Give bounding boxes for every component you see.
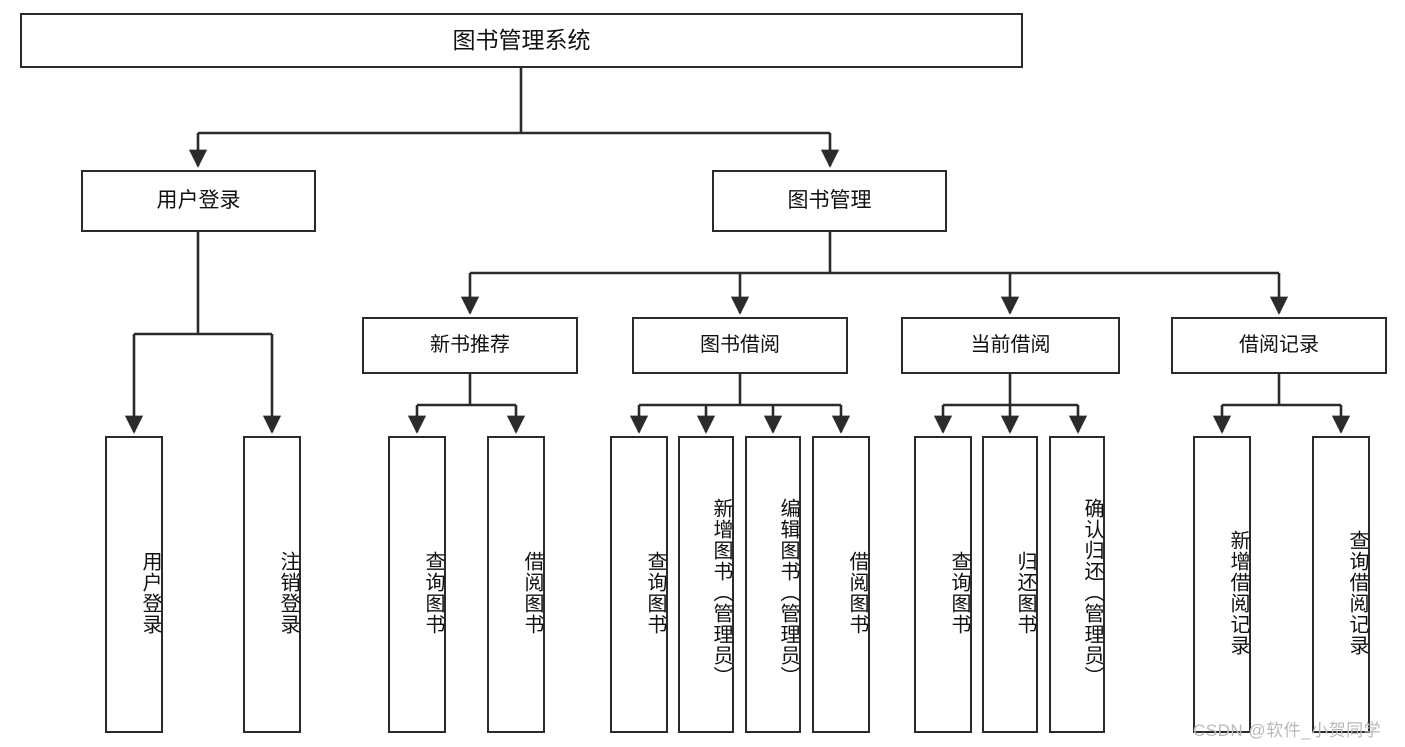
leaf-current-borrow-confirm-return-admin[interactable]: 确认归还（管理员） (1049, 436, 1105, 733)
leaf-borrow-record-query-record[interactable]: 查询借阅记录 (1312, 436, 1370, 733)
leaf-user-login-login[interactable]: 用户登录 (105, 436, 163, 733)
leaf-book-borrow-query-book[interactable]: 查询图书 (610, 436, 668, 733)
node-book-management[interactable]: 图书管理 (712, 170, 947, 232)
node-new-book-recommend[interactable]: 新书推荐 (362, 317, 578, 374)
node-book-management-system[interactable]: 图书管理系统 (20, 13, 1023, 68)
leaf-borrow-record-add-record[interactable]: 新增借阅记录 (1193, 436, 1251, 733)
leaf-book-borrow-edit-book-admin[interactable]: 编辑图书（管理员） (745, 436, 801, 733)
node-user-login[interactable]: 用户登录 (81, 170, 316, 232)
node-book-borrow[interactable]: 图书借阅 (632, 317, 848, 374)
leaf-new-book-query-book[interactable]: 查询图书 (388, 436, 446, 733)
leaf-book-borrow-borrow-book[interactable]: 借阅图书 (812, 436, 870, 733)
leaf-current-borrow-return-book[interactable]: 归还图书 (982, 436, 1038, 733)
node-current-borrow[interactable]: 当前借阅 (901, 317, 1120, 374)
leaf-user-login-logout[interactable]: 注销登录 (243, 436, 301, 733)
leaf-new-book-borrow-book[interactable]: 借阅图书 (487, 436, 545, 733)
leaf-current-borrow-query-book[interactable]: 查询图书 (914, 436, 972, 733)
leaf-book-borrow-add-book-admin[interactable]: 新增图书（管理员） (678, 436, 734, 733)
node-borrow-record[interactable]: 借阅记录 (1171, 317, 1387, 374)
